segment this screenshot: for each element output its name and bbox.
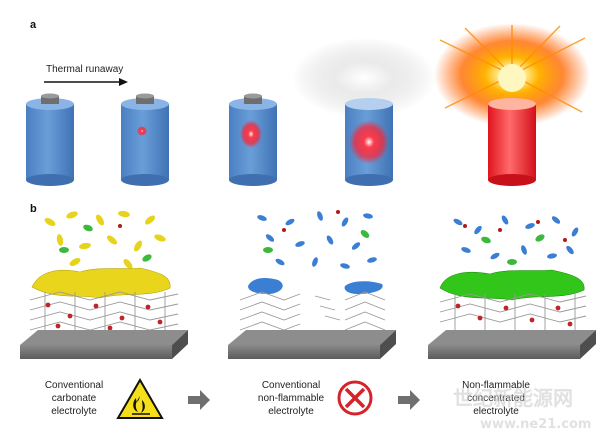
battery-hotspot-small — [121, 93, 169, 186]
svg-text:electrolyte: electrolyte — [268, 406, 314, 417]
substrate — [20, 345, 172, 359]
sei-layer — [439, 269, 585, 301]
thermal-runaway-arrow — [44, 78, 128, 86]
substrate — [428, 345, 580, 359]
electrode-lattice — [29, 291, 179, 335]
label-carbonate: Conventional carbonate electrolyte — [45, 380, 103, 417]
label-concentrated: Non-flammable concentrated electrolyte — [462, 380, 530, 417]
svg-text:Conventional: Conventional — [262, 380, 320, 391]
thermal-runaway-label: Thermal runaway — [46, 64, 123, 75]
label-nonflammable: Conventional non-flammable electrolyte — [258, 380, 325, 417]
svg-text:Non-flammable: Non-flammable — [462, 380, 530, 391]
battery-venting-smoke — [292, 38, 436, 186]
svg-text:www.ne21.com: www.ne21.com — [480, 417, 591, 432]
svg-text:non-flammable: non-flammable — [258, 393, 325, 404]
battery-hotspot-medium — [229, 93, 277, 186]
panel-a-letter: a — [30, 19, 37, 31]
interface-concentrated — [428, 215, 596, 359]
hotspot-icon — [349, 120, 389, 164]
solvent-molecules — [44, 210, 166, 269]
substrate-top — [20, 330, 188, 345]
smoke-cloud — [292, 38, 436, 118]
svg-text:世纪新能源网: 世纪新能源网 — [453, 386, 573, 410]
hotspot-icon — [137, 126, 147, 136]
electrode-lattice-exfoliated — [239, 291, 386, 331]
battery-normal — [26, 93, 74, 186]
svg-text:Conventional: Conventional — [45, 380, 103, 391]
panel-b-letter: b — [30, 203, 37, 215]
substrate-top — [428, 330, 596, 345]
arrow-right-icon — [398, 390, 420, 410]
solvent-molecules — [257, 210, 377, 269]
flammable-warning-icon — [116, 378, 164, 419]
cross-circle-icon — [337, 380, 373, 416]
interface-carbonate — [20, 210, 188, 359]
electrode-lattice — [439, 293, 587, 335]
substrate-top — [228, 330, 396, 345]
sei-fragment — [248, 278, 283, 294]
svg-text:electrolyte: electrolyte — [473, 406, 519, 417]
svg-text:electrolyte: electrolyte — [51, 406, 97, 417]
watermark: 世纪新能源网 www.ne21.com — [453, 386, 591, 432]
battery-on-fire — [434, 23, 590, 186]
interface-nonflammable — [228, 210, 396, 359]
svg-text:carbonate: carbonate — [52, 393, 97, 404]
solvent-molecules — [453, 215, 579, 265]
arrow-right-icon — [188, 390, 210, 410]
substrate — [228, 345, 380, 359]
svg-text:concentrated: concentrated — [467, 393, 525, 404]
sei-fragment — [344, 281, 383, 294]
hotspot-icon — [240, 120, 262, 148]
sei-layer — [31, 267, 171, 299]
